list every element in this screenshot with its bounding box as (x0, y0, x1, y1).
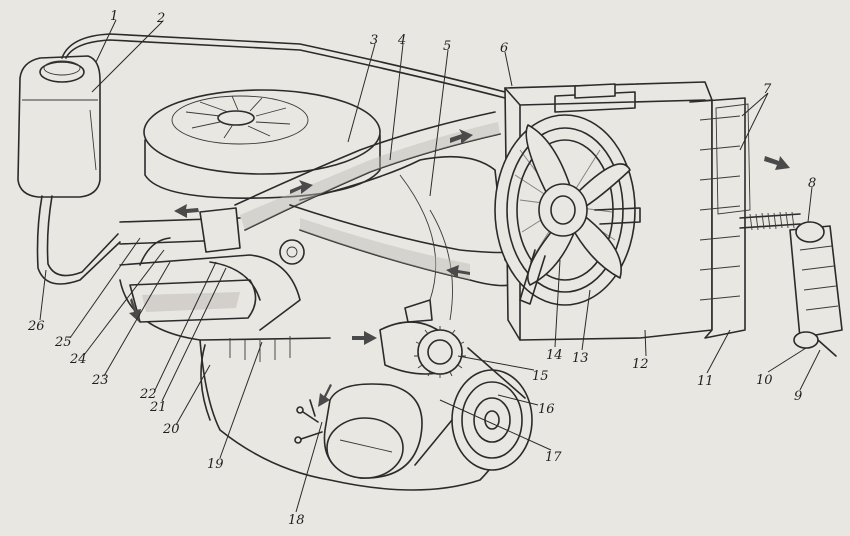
callout-13: 13 (572, 351, 589, 366)
radiator-core-holes (715, 103, 751, 215)
leader-lines (39, 19, 821, 513)
callout-23: 23 (91, 373, 109, 388)
callout-4: 4 (397, 33, 406, 48)
callout-15: 15 (532, 369, 549, 384)
callout-6: 6 (500, 41, 508, 56)
callout-labels: 1 2 3 4 5 6 7 8 9 10 11 12 13 14 15 16 1… (27, 9, 816, 528)
callout-9: 9 (794, 389, 802, 404)
tank-hoses (36, 33, 506, 285)
lower-hose (289, 204, 521, 287)
fan (494, 114, 641, 306)
callout-20: 20 (162, 422, 180, 437)
callout-3: 3 (370, 33, 378, 48)
heater-pipes (119, 207, 261, 301)
air-cleaner (143, 89, 381, 199)
callout-5: 5 (443, 39, 451, 54)
callout-7: 7 (763, 82, 772, 97)
callout-24: 24 (69, 352, 87, 367)
callout-25: 25 (54, 335, 72, 350)
flow-arrows (129, 129, 790, 407)
callout-2: 2 (156, 11, 165, 26)
callout-12: 12 (632, 357, 649, 372)
filler-cap-assembly (739, 211, 843, 357)
callout-8: 8 (808, 176, 816, 191)
callout-26: 26 (27, 319, 45, 334)
callout-18: 18 (288, 513, 305, 528)
generator (323, 383, 423, 479)
callout-14: 14 (546, 348, 563, 363)
upper-hose (234, 111, 501, 231)
bolts (294, 399, 323, 444)
callout-21: 21 (149, 400, 167, 415)
engine-block (119, 155, 521, 491)
callout-19: 19 (207, 457, 224, 472)
pulley (414, 347, 533, 471)
callout-22: 22 (139, 387, 157, 402)
callout-1: 1 (110, 9, 118, 24)
callout-17: 17 (545, 450, 562, 465)
callout-16: 16 (538, 402, 555, 417)
callout-11: 11 (697, 374, 714, 389)
expansion-tank (17, 55, 101, 198)
callout-10: 10 (756, 373, 773, 388)
water-pump (379, 299, 466, 378)
